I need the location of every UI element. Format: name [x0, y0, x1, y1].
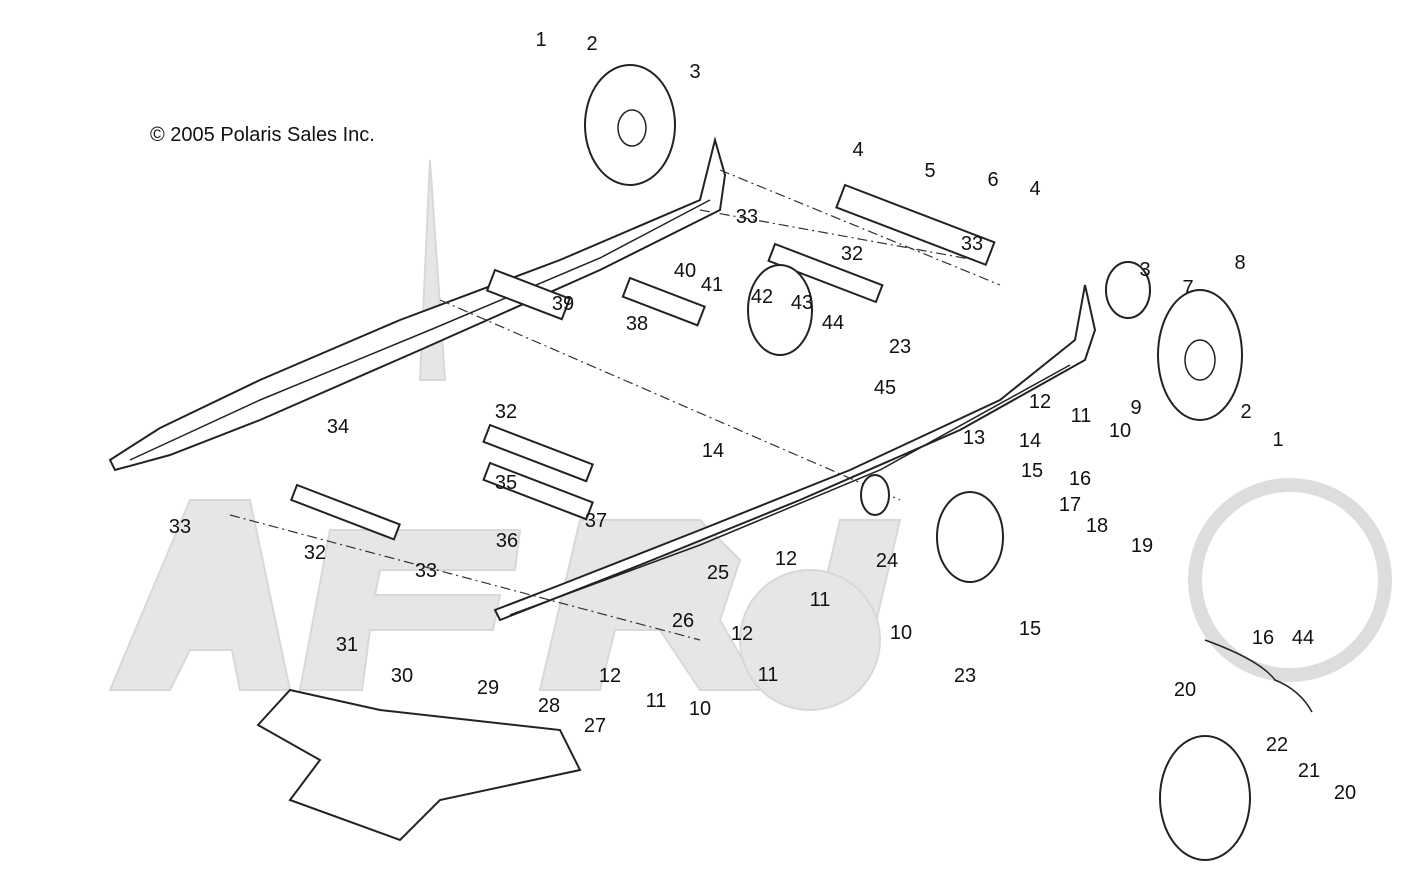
callout-12: 12 — [730, 623, 754, 645]
callout-23: 23 — [953, 665, 977, 687]
callout-20: 20 — [1173, 679, 1197, 701]
callout-19: 19 — [1130, 535, 1154, 557]
callout-42: 42 — [750, 286, 774, 308]
callout-36: 36 — [495, 530, 519, 552]
callout-1: 1 — [535, 29, 547, 51]
callout-14: 14 — [701, 440, 725, 462]
group-bracket — [1204, 639, 1313, 713]
callout-1: 1 — [1272, 429, 1284, 451]
callout-3: 3 — [1139, 259, 1151, 281]
callout-28: 28 — [537, 695, 561, 717]
callout-38: 38 — [625, 313, 649, 335]
callout-44: 44 — [821, 312, 845, 334]
callout-40: 40 — [673, 260, 697, 282]
callout-8: 8 — [1234, 252, 1246, 274]
callout-2: 2 — [586, 33, 598, 55]
callout-11: 11 — [809, 589, 831, 611]
callout-27: 27 — [583, 715, 607, 737]
wheels — [584, 64, 1251, 861]
watermark-logo — [108, 159, 1392, 711]
callout-10: 10 — [889, 622, 913, 644]
callout-15: 15 — [1018, 618, 1042, 640]
callout-21: 21 — [1297, 760, 1321, 782]
callout-33: 33 — [168, 516, 192, 538]
callout-33: 33 — [414, 560, 438, 582]
callout-43: 43 — [790, 292, 814, 314]
callout-15: 15 — [1020, 460, 1044, 482]
callout-11: 11 — [645, 690, 667, 712]
callout-39: 39 — [551, 293, 575, 315]
callout-22: 22 — [1265, 734, 1289, 756]
callout-24: 24 — [875, 550, 899, 572]
callout-16: 16 — [1251, 627, 1275, 649]
callout-4: 4 — [852, 139, 864, 161]
callout-32: 32 — [840, 243, 864, 265]
callout-45: 45 — [873, 377, 897, 399]
callout-12: 12 — [1028, 391, 1052, 413]
callout-30: 30 — [390, 665, 414, 687]
callout-29: 29 — [476, 677, 500, 699]
shafts — [229, 169, 1001, 641]
wear-strip — [256, 688, 582, 842]
callout-10: 10 — [688, 698, 712, 720]
callout-13: 13 — [962, 427, 986, 449]
callout-35: 35 — [494, 472, 518, 494]
callout-17: 17 — [1058, 494, 1082, 516]
callout-12: 12 — [774, 548, 798, 570]
left-rail — [108, 136, 727, 472]
callout-11: 11 — [757, 664, 779, 686]
callout-11: 11 — [1070, 405, 1092, 427]
callout-44: 44 — [1291, 627, 1315, 649]
copyright-notice: © 2005 Polaris Sales Inc. — [150, 124, 375, 146]
callout-33: 33 — [960, 233, 984, 255]
right-rail — [493, 284, 1097, 622]
callout-4: 4 — [1029, 178, 1041, 200]
callout-3: 3 — [689, 61, 701, 83]
callout-32: 32 — [303, 542, 327, 564]
callout-23: 23 — [888, 336, 912, 358]
callout-9: 9 — [1130, 397, 1142, 419]
callout-10: 10 — [1108, 420, 1132, 442]
callout-2: 2 — [1240, 401, 1252, 423]
callout-31: 31 — [335, 634, 359, 656]
callout-14: 14 — [1018, 430, 1042, 452]
callout-12: 12 — [598, 665, 622, 687]
callout-37: 37 — [584, 510, 608, 532]
callout-41: 41 — [700, 274, 724, 296]
callout-33: 33 — [735, 206, 759, 228]
callout-25: 25 — [706, 562, 730, 584]
callout-6: 6 — [987, 169, 999, 191]
callout-18: 18 — [1085, 515, 1109, 537]
callout-5: 5 — [924, 160, 936, 182]
callout-20: 20 — [1333, 782, 1357, 804]
callout-34: 34 — [326, 416, 350, 438]
callout-7: 7 — [1182, 277, 1194, 299]
callout-32: 32 — [494, 401, 518, 423]
callout-26: 26 — [671, 610, 695, 632]
callout-16: 16 — [1068, 468, 1092, 490]
